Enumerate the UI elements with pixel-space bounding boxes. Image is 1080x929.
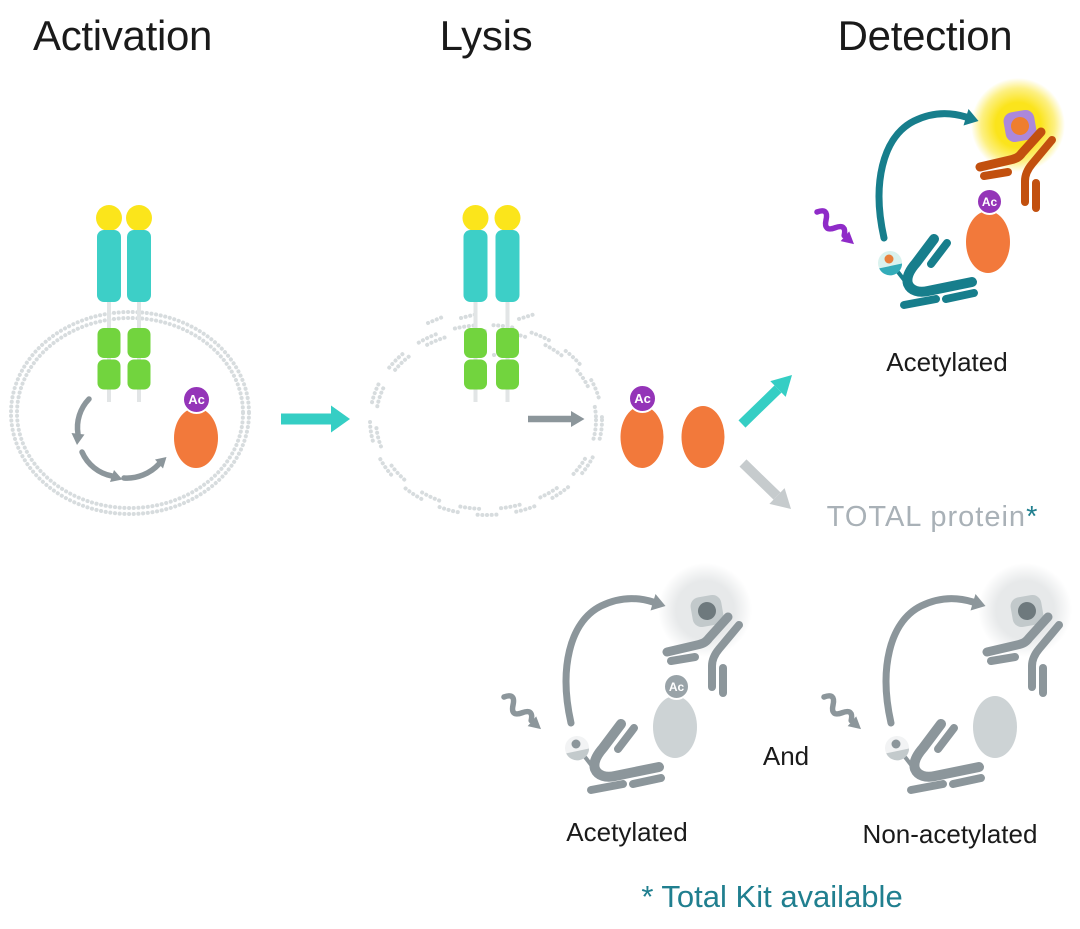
membrane-icon bbox=[15, 316, 245, 510]
label-acetylated-gray: Acetylated bbox=[566, 817, 688, 847]
membrane-icon bbox=[368, 323, 604, 517]
title-activation: Activation bbox=[33, 12, 213, 59]
protein-icon bbox=[681, 406, 725, 468]
acetyl-badge-icon: Ac bbox=[628, 384, 657, 413]
acetyl-badge-icon: Ac bbox=[663, 673, 690, 700]
membrane-icon bbox=[374, 329, 598, 511]
label-acetylated: Acetylated bbox=[886, 347, 1008, 377]
label-total-protein-asterisk: * bbox=[1026, 501, 1038, 533]
label-total-protein-text: TOTAL protein bbox=[826, 501, 1027, 533]
membrane-icon bbox=[9, 310, 251, 516]
activation-cell bbox=[9, 203, 251, 516]
arrow-right-icon bbox=[528, 411, 585, 427]
cycle-arrow-heads bbox=[71, 433, 167, 482]
protein-icon bbox=[174, 408, 218, 468]
acetyl-badge-icon: Ac bbox=[976, 188, 1003, 215]
label-total-protein: TOTAL protein* bbox=[827, 503, 1038, 532]
detection-acetylated-figure bbox=[812, 78, 1065, 305]
total-acetylated-figure bbox=[499, 563, 752, 790]
title-detection: Detection bbox=[837, 12, 1013, 59]
fork-arrow-icon bbox=[739, 459, 791, 509]
title-lysis: Lysis bbox=[439, 12, 533, 59]
acetyl-badge-icon: Ac bbox=[182, 385, 211, 414]
total-non-acetylated-figure bbox=[819, 563, 1072, 790]
protein-icon bbox=[620, 406, 664, 468]
fork-arrow-icon bbox=[738, 375, 792, 428]
cycle-arrows-icon bbox=[74, 396, 162, 481]
label-footnote: * Total Kit available bbox=[641, 879, 903, 914]
arrow-right-icon bbox=[281, 405, 350, 433]
label-non-acetylated: Non-acetylated bbox=[862, 819, 1038, 849]
lysis-cell bbox=[368, 203, 604, 517]
label-and: And bbox=[762, 741, 810, 771]
